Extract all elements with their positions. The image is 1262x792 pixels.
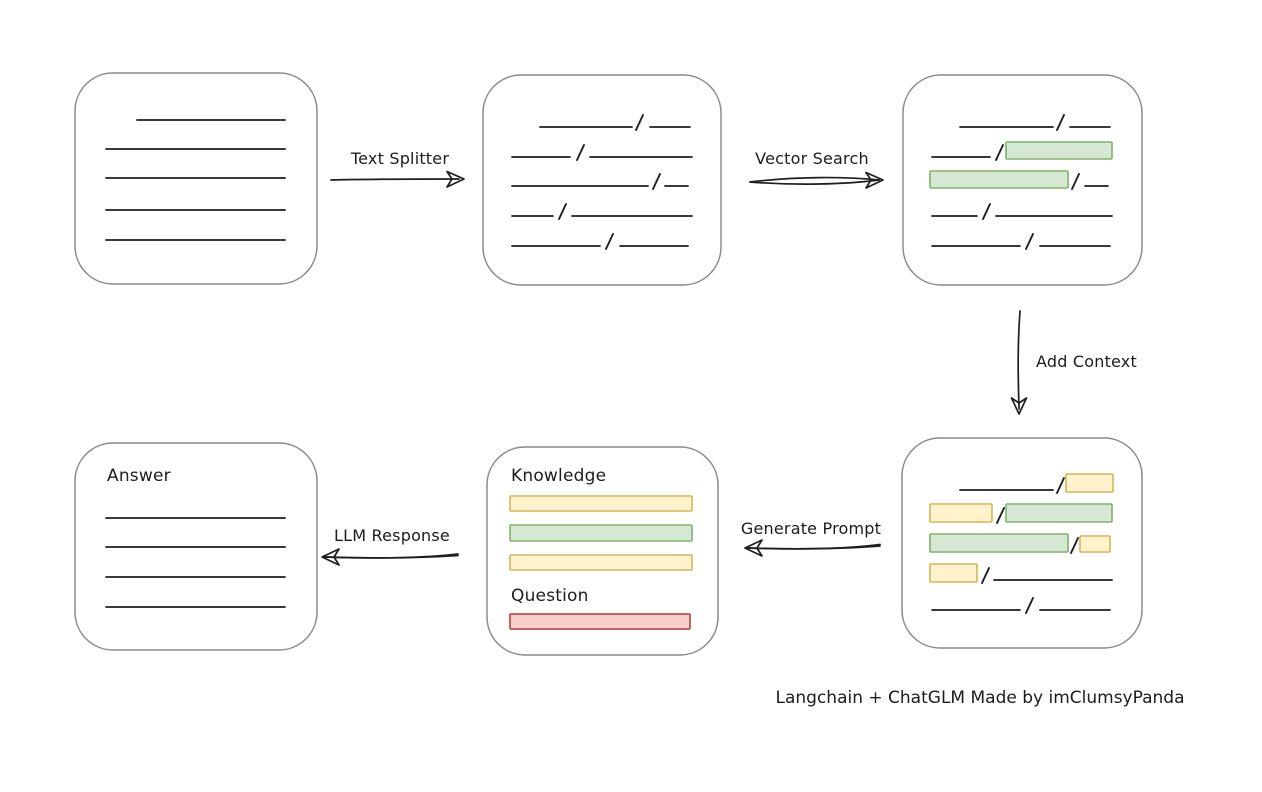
slash-mark bbox=[1056, 477, 1065, 494]
box-outline bbox=[74, 442, 318, 651]
slash-mark bbox=[1070, 537, 1079, 554]
node-chunks bbox=[482, 74, 722, 286]
arrow-llm-response bbox=[321, 548, 459, 566]
green-chunk bbox=[929, 170, 1069, 189]
arrow-add-context bbox=[1010, 310, 1028, 415]
arrow-shaft bbox=[330, 178, 460, 181]
slash-mark bbox=[635, 114, 644, 131]
arrow-shaft bbox=[749, 176, 880, 183]
box-outline bbox=[902, 74, 1143, 286]
box-outline bbox=[486, 446, 719, 656]
yellow-chunk bbox=[1065, 473, 1114, 493]
green-chunk bbox=[929, 533, 1069, 553]
knowledge-bar-yellow bbox=[509, 495, 693, 512]
slash-mark bbox=[1025, 233, 1034, 250]
arrow-vector-search bbox=[749, 171, 884, 189]
caption: Langchain + ChatGLM Made by imClumsyPand… bbox=[775, 688, 1185, 708]
node-prompt bbox=[486, 446, 719, 656]
node-answer bbox=[74, 442, 318, 651]
slash-mark bbox=[996, 507, 1005, 524]
text-splitter-label: Text Splitter bbox=[350, 149, 450, 168]
generate-prompt-label: Generate Prompt bbox=[740, 519, 882, 538]
arrow-shaft bbox=[747, 543, 881, 550]
knowledge-bar-yellow bbox=[509, 554, 693, 571]
arrow-head-right bbox=[446, 170, 465, 188]
arrow-shaft bbox=[1017, 310, 1021, 410]
question-label: Question bbox=[511, 586, 589, 606]
arrow-head-left bbox=[744, 539, 763, 557]
knowledge-label: Knowledge bbox=[511, 466, 607, 486]
arrow-shaft bbox=[324, 553, 459, 559]
knowledge-bar-green bbox=[509, 524, 693, 542]
arrow-shaft bbox=[749, 179, 880, 185]
slash-mark bbox=[1056, 114, 1065, 131]
slash-mark bbox=[982, 203, 991, 220]
slash-mark bbox=[576, 144, 585, 161]
node-search-results bbox=[902, 74, 1143, 286]
add-context-label: Add Context bbox=[1036, 352, 1137, 371]
arrow-head-right bbox=[865, 171, 884, 189]
slash-mark bbox=[558, 203, 567, 220]
node-context bbox=[901, 437, 1143, 649]
slash-mark bbox=[995, 144, 1004, 161]
yellow-chunk bbox=[1079, 535, 1111, 553]
llm-response-label: LLM Response bbox=[334, 526, 450, 545]
slash-mark bbox=[981, 567, 990, 584]
arrow-text-splitter bbox=[330, 170, 465, 188]
node-document bbox=[74, 72, 318, 285]
slash-mark bbox=[1071, 173, 1080, 190]
yellow-chunk bbox=[929, 503, 993, 523]
box-outline bbox=[901, 437, 1143, 649]
green-chunk bbox=[1005, 503, 1113, 523]
arrow-head-down bbox=[1010, 397, 1028, 415]
box-outline bbox=[74, 72, 318, 285]
slash-mark bbox=[1025, 597, 1034, 614]
question-bar-red bbox=[509, 613, 691, 630]
slash-mark bbox=[605, 233, 614, 250]
box-outline bbox=[482, 74, 722, 286]
arrow-head-left bbox=[321, 548, 340, 566]
arrow-generate-prompt bbox=[744, 539, 881, 557]
slash-mark bbox=[652, 173, 661, 190]
vector-search-label: Vector Search bbox=[755, 149, 869, 168]
green-chunk bbox=[1005, 141, 1113, 160]
answer-label: Answer bbox=[107, 466, 171, 486]
yellow-chunk bbox=[929, 563, 978, 583]
